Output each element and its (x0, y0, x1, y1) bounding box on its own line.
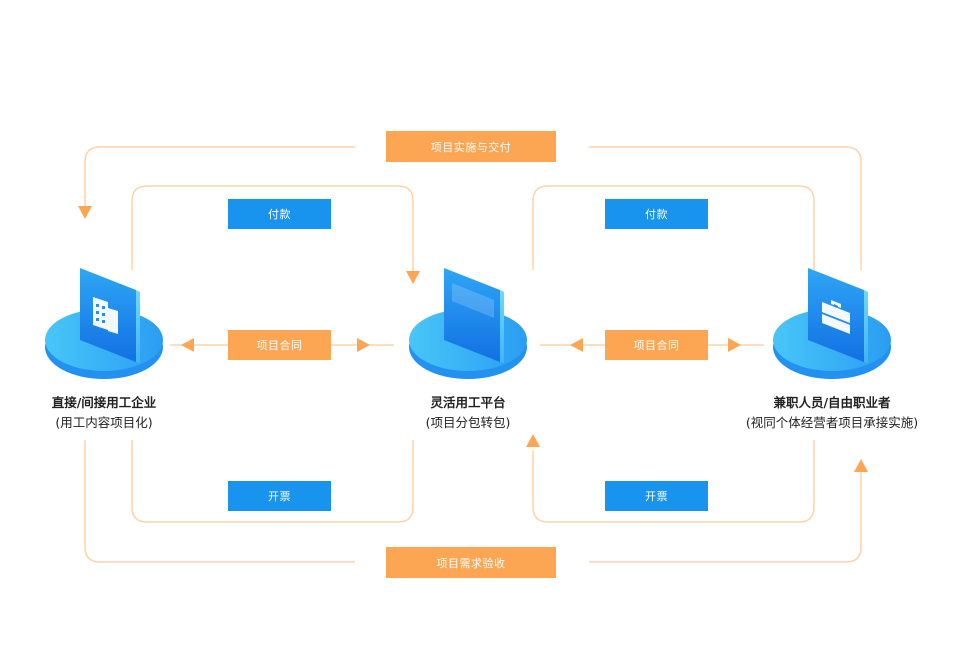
platform-node-icon (409, 268, 527, 379)
outer-bottom-right-line (589, 470, 862, 563)
bottom-flow-label: 项目需求验收 (386, 547, 556, 578)
freelancer-subtitle: (视同个体经营者项目承接实施) (745, 415, 919, 430)
freelancer-node-icon (773, 268, 891, 379)
building-icon (93, 297, 118, 334)
enterprise-title: 直接/间接用工企业 (51, 395, 157, 410)
inner-top-right-line (532, 185, 815, 270)
arrow-down-enterprise-icon (78, 206, 92, 219)
inner-top-left-line (131, 185, 414, 272)
outer-top-left-line (84, 146, 355, 212)
arrow-up-platform-icon (526, 434, 540, 447)
briefcase-icon (822, 300, 850, 334)
inner-bottom-left-line (131, 440, 414, 523)
freelancer-title: 兼职人员/自由职业者 (773, 395, 891, 410)
enterprise-subtitle: (用工内容项目化) (55, 415, 153, 430)
enterprise-caption: 直接/间接用工企业 (用工内容项目化) (0, 393, 224, 433)
enterprise-node-icon (45, 268, 163, 379)
arrow-right-contract-icon (357, 338, 370, 352)
freelancer-caption: 兼职人员/自由职业者 (视同个体经营者项目承接实施) (712, 393, 952, 433)
right-invoice-label: 开票 (605, 481, 708, 511)
inner-bottom-right-line (532, 440, 815, 523)
platform-caption: 灵活用工平台 (项目分包转包) (348, 393, 588, 433)
left-contract-label: 项目合同 (228, 330, 331, 360)
left-invoice-label: 开票 (228, 481, 331, 511)
arrow-right-contract-2-icon (728, 338, 741, 352)
top-flow-label: 项目实施与交付 (386, 131, 556, 162)
platform-subtitle: (项目分包转包) (425, 415, 511, 430)
outer-top-right-line (589, 146, 862, 270)
right-pay-label: 付款 (605, 199, 708, 229)
outer-bottom-left-line (84, 440, 355, 563)
arrow-left-contract-icon (181, 338, 194, 352)
arrow-left-contract-2-icon (570, 338, 583, 352)
right-contract-label: 项目合同 (605, 330, 708, 360)
arrow-up-freelancer-icon (854, 459, 868, 472)
platform-title: 灵活用工平台 (430, 395, 506, 410)
screen-icon (452, 283, 494, 318)
left-pay-label: 付款 (228, 199, 331, 229)
arrow-down-platform-icon (406, 271, 420, 284)
